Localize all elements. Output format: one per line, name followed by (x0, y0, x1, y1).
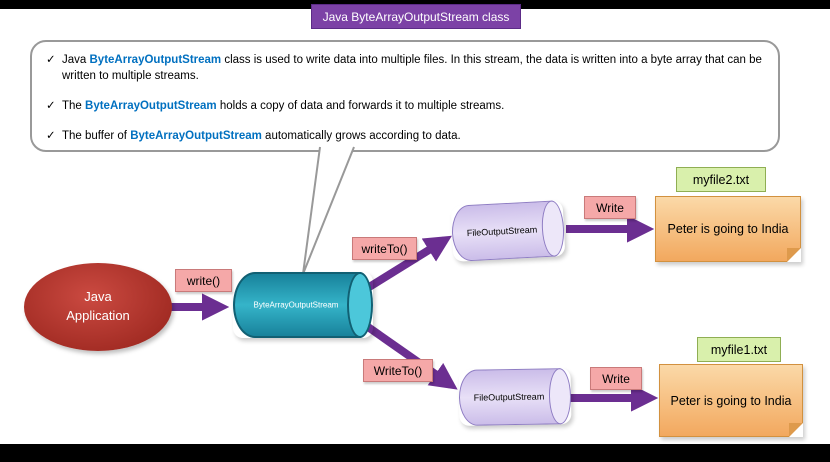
file-name-text: myfile2.txt (692, 172, 750, 187)
callout-bullet-1: ✓ Java ByteArrayOutputStream class is use… (46, 52, 764, 84)
java-application-ellipse: Java Application (24, 263, 172, 351)
bullet-text: holds a copy of data and forwards it to … (216, 100, 505, 113)
fileoutputstream-label-lower: FileOutputStream (473, 391, 545, 403)
callout-tail (302, 146, 355, 275)
slide-title-text: Java ByteArrayOutputStream class (322, 9, 510, 24)
method-label-text: WriteTo() (373, 363, 423, 378)
bullet-text: class is used to write data into multipl… (62, 54, 762, 83)
bullet-text: automatically grows according to data. (261, 130, 461, 143)
bullet-keyword: ByteArrayOutputStream (130, 130, 262, 143)
method-label-write: write() (175, 269, 232, 292)
method-label-text: Write (596, 200, 624, 215)
bullet-keyword: ByteArrayOutputStream (85, 100, 217, 113)
fileoutputstream-cylinder-lower: FileOutputStream (458, 368, 572, 426)
method-label-text: writeTo() (361, 241, 408, 256)
bytearray-cylinder: ByteArrayOutputStream (233, 272, 373, 338)
bullet-text: The (62, 100, 86, 113)
method-label-text: write() (186, 273, 221, 288)
bullet-text: Java (62, 54, 90, 66)
file-name-label-lower: myfile1.txt (697, 337, 781, 362)
method-label-writeto-upper: writeTo() (352, 237, 417, 260)
fileoutputstream-cylinder-upper: FileOutputStream (450, 200, 566, 262)
file-name-text: myfile1.txt (710, 342, 768, 357)
bottom-border-bar (0, 444, 830, 462)
check-icon: ✓ (46, 100, 56, 113)
method-label-write-upper: Write (584, 196, 636, 219)
file-content-text: Peter is going to India (667, 222, 789, 236)
method-label-text: Write (602, 371, 630, 386)
bullet-text: The buffer of (62, 130, 131, 143)
slide-title: Java ByteArrayOutputStream class (311, 4, 521, 29)
java-application-label: Java Application (66, 289, 130, 323)
file-note-lower: Peter is going to India (659, 364, 803, 437)
check-icon: ✓ (46, 130, 56, 143)
check-icon: ✓ (46, 54, 56, 66)
cylinder-body (233, 272, 361, 338)
callout-bullet-3: ✓ The buffer of ByteArrayOutputStream aut… (46, 128, 764, 144)
callout-bullet-2: ✓ The ByteArrayOutputStream holds a copy … (46, 98, 764, 114)
description-callout: ✓ Java ByteArrayOutputStream class is use… (30, 40, 780, 152)
file-note-upper: Peter is going to India (655, 196, 801, 262)
file-content-text: Peter is going to India (670, 393, 792, 408)
method-label-write-lower: Write (590, 367, 642, 390)
method-label-writeto-lower: WriteTo() (363, 359, 433, 382)
bullet-keyword: ByteArrayOutputStream (89, 54, 222, 66)
file-name-label-upper: myfile2.txt (676, 167, 766, 192)
bytearray-cylinder-label: ByteArrayOutputStream (253, 300, 339, 310)
